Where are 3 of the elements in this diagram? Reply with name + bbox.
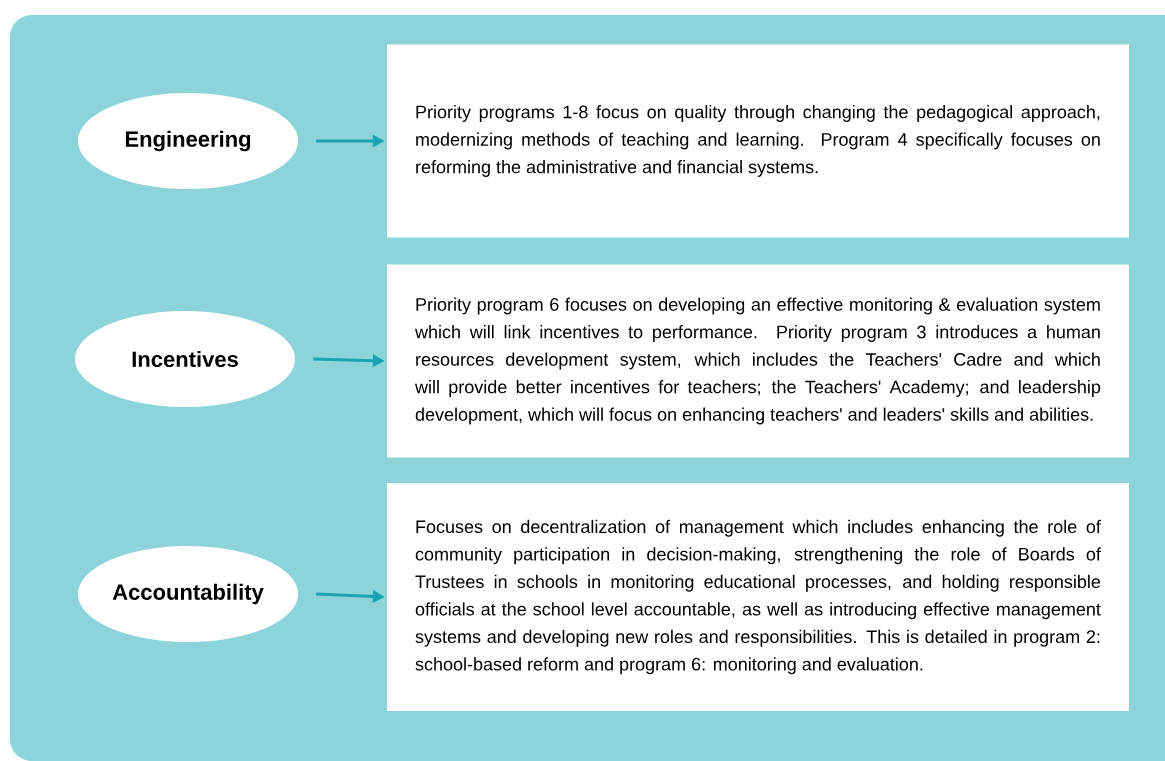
text-box: Priority programs 1-8 focus on quality through changing the pedagogical approach, modernizing methods of teaching and learning. Program 4 specifically focuses on reforming the administrative and financial systems. (387, 44, 1129, 238)
text-box: Priority program 6 focuses on developing an effective monitoring & evaluation system which will link incentives to performance. Priority program 3 introduces a human resources development system, which includes the Teachers' Cadre and which will provide better incentives for teachers; the Teachers' Academy; and leadership development, which will focus on enhancing teachers' and leaders' skills and abilities. (387, 264, 1129, 458)
text-box: Focuses on decentralization of management which includes enhancing the role of community participation in decision-making, strengthening the role of Boards of Trustees in schools in monitoring educational processes, and holding responsible officials at the school level accountable, as well as introducing effective management systems and developing new roles and responsibilities. This is detailed in program 2: school-based reform and program 6: monitoring and evaluation. (387, 483, 1129, 711)
